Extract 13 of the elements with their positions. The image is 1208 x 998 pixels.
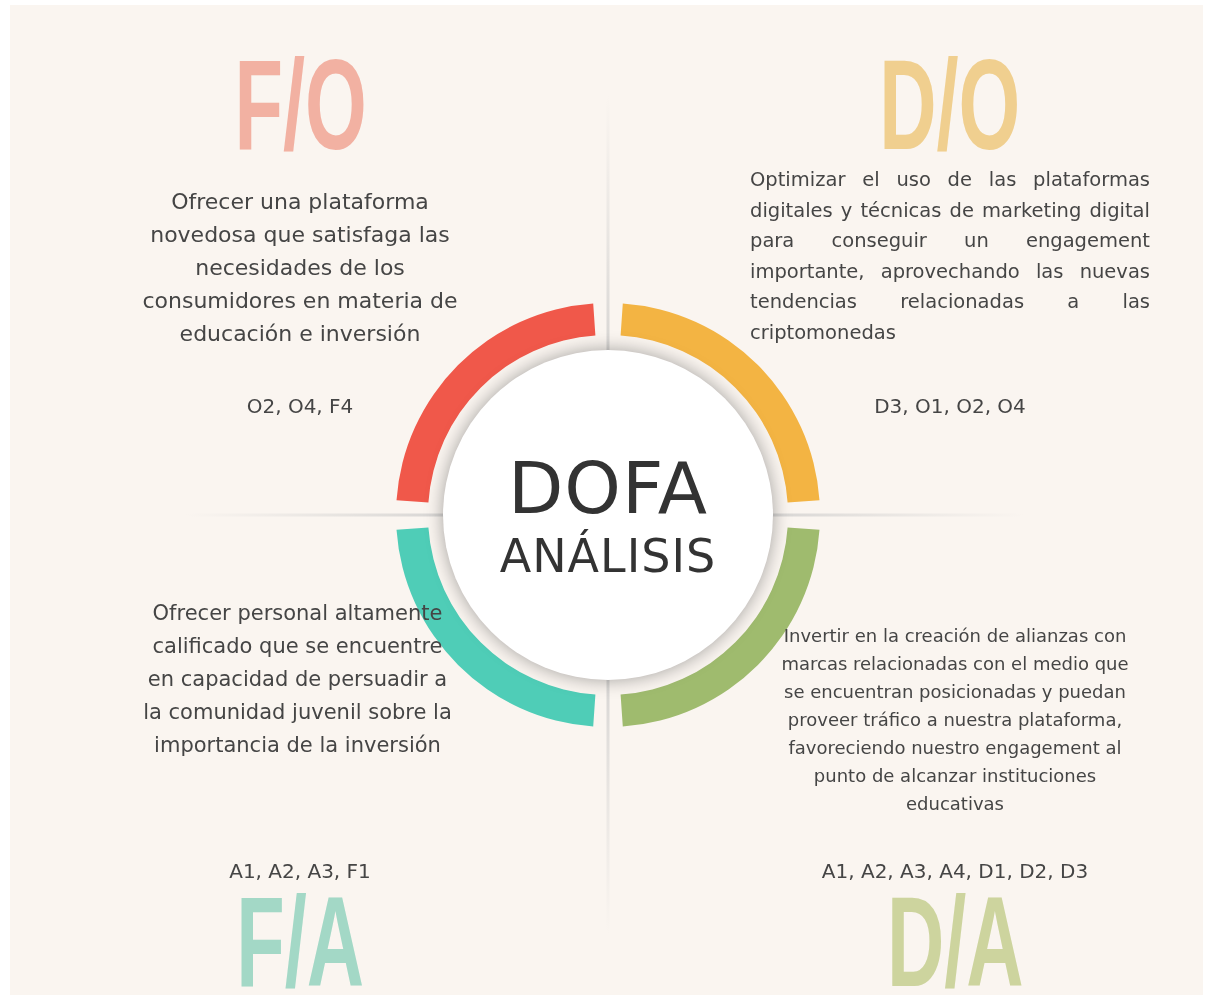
subtitle-text: ANÁLISIS xyxy=(499,529,717,583)
strategy-text: Ofrecer una plataforma novedosa que satisfaga las necesidades de los consumidores en materia de educación e inversión xyxy=(141,188,459,348)
strategy-text: Invertir en la creación de alianzas con marcas relacionadas con el medio que se encuentran posicionadas y puedan proveer tráfico a nuestra plataforma, favoreciendo nuestro engagement al punto de alcanzar instituciones educativas xyxy=(780,624,1130,816)
reference-codes: O2, O4, F4 xyxy=(245,393,355,419)
quadrant-letters: F/O xyxy=(234,58,367,153)
reference-codes: A1, A2, A3, A4, D1, D2, D3 xyxy=(820,858,1090,884)
reference-codes: D3, O1, O2, O4 xyxy=(873,393,1027,419)
title-text: DOFA xyxy=(507,447,709,530)
quadrant-letters: F/A xyxy=(236,895,364,990)
quadrant-letters: D/O xyxy=(879,58,1021,153)
strategy-text: Optimizar el uso de las plataformas digitales y técnicas de marketing digital para conseguir un engagement importante, aprovechando las nuevas tendencias relacionadas a las criptomonedas xyxy=(750,167,1150,346)
reference-codes: A1, A2, A3, F1 xyxy=(228,858,372,884)
quadrant-letters: D/A xyxy=(886,895,1024,990)
